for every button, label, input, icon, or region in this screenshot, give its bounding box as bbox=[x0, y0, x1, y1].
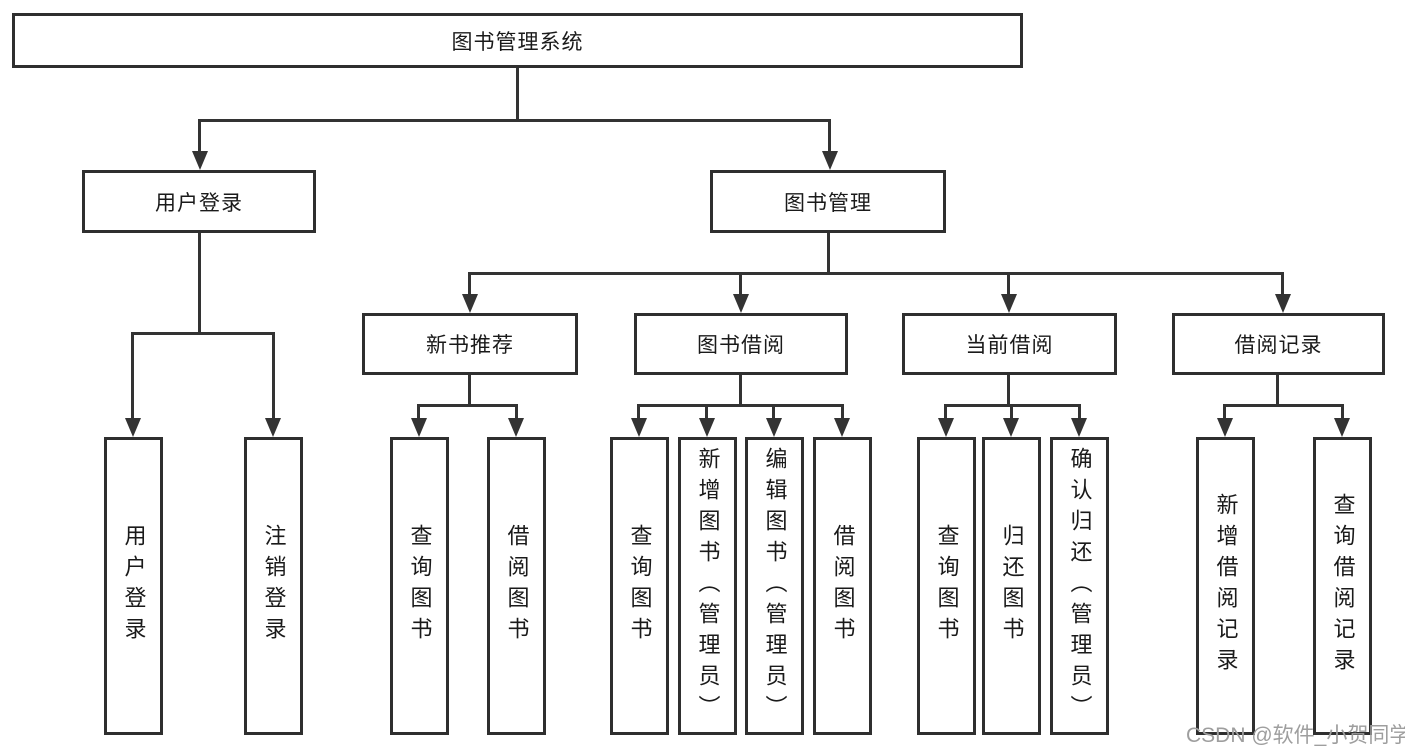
connector-line bbox=[516, 68, 519, 121]
leaf-user-login: 用户登录 bbox=[104, 437, 163, 735]
node-borrow-records-label: 借阅记录 bbox=[1234, 334, 1323, 357]
arrow-down-icon bbox=[265, 418, 281, 437]
node-new-books: 新书推荐 bbox=[362, 313, 578, 375]
leaf-query-books-newbooks: 查询图书 bbox=[390, 437, 449, 735]
arrow-down-icon bbox=[411, 418, 427, 437]
arrow-down-icon bbox=[1275, 294, 1291, 313]
connector-line bbox=[1281, 272, 1284, 297]
leaf-borrow-books-borrow: 借阅图书 bbox=[813, 437, 872, 735]
leaf-user-login-label: 用户登录 bbox=[121, 524, 147, 648]
leaf-confirm-return-admin-label: 确认归还（管理员） bbox=[1067, 446, 1093, 726]
leaf-return-books: 归还图书 bbox=[982, 437, 1041, 735]
connector-line bbox=[1010, 404, 1013, 421]
leaf-query-borrow-record: 查询借阅记录 bbox=[1313, 437, 1372, 735]
leaf-edit-book-admin: 编辑图书（管理员） bbox=[745, 437, 804, 735]
leaf-return-books-label: 归还图书 bbox=[999, 524, 1025, 648]
connector-line bbox=[1341, 404, 1344, 421]
arrow-down-icon bbox=[733, 294, 749, 313]
leaf-edit-book-admin-label: 编辑图书（管理员） bbox=[762, 446, 788, 726]
connector-line bbox=[198, 233, 201, 335]
node-book-borrow-label: 图书借阅 bbox=[697, 334, 785, 357]
leaf-add-borrow-record-label: 新增借阅记录 bbox=[1213, 493, 1239, 679]
node-book-borrow: 图书借阅 bbox=[634, 313, 848, 375]
connector-line bbox=[131, 332, 275, 335]
node-borrow-records: 借阅记录 bbox=[1172, 313, 1385, 375]
arrow-down-icon bbox=[631, 418, 647, 437]
connector-line bbox=[944, 404, 947, 421]
connector-line bbox=[131, 332, 134, 421]
leaf-query-books-current-label: 查询图书 bbox=[934, 524, 960, 648]
leaf-query-books-newbooks-label: 查询图书 bbox=[407, 524, 433, 648]
node-root-label: 图书管理系统 bbox=[451, 30, 584, 54]
connector-line bbox=[417, 404, 518, 407]
arrow-down-icon bbox=[1334, 418, 1350, 437]
connector-line bbox=[637, 404, 640, 421]
leaf-confirm-return-admin: 确认归还（管理员） bbox=[1050, 437, 1109, 735]
leaf-logout-label: 注销登录 bbox=[261, 524, 287, 648]
leaf-add-book-admin: 新增图书（管理员） bbox=[678, 437, 737, 735]
connector-line bbox=[705, 404, 708, 421]
arrow-down-icon bbox=[766, 418, 782, 437]
arrow-down-icon bbox=[1003, 418, 1019, 437]
connector-line bbox=[272, 332, 275, 421]
connector-line bbox=[841, 404, 844, 421]
connector-line bbox=[827, 233, 830, 275]
leaf-logout: 注销登录 bbox=[244, 437, 303, 735]
node-current-borrow-label: 当前借阅 bbox=[965, 334, 1054, 357]
arrow-down-icon bbox=[125, 418, 141, 437]
arrow-down-icon bbox=[1217, 418, 1233, 437]
arrow-down-icon bbox=[834, 418, 850, 437]
arrow-down-icon bbox=[192, 151, 208, 170]
node-current-borrow: 当前借阅 bbox=[902, 313, 1117, 375]
connector-line bbox=[1007, 272, 1010, 297]
connector-line bbox=[468, 375, 471, 407]
node-book-mgmt-label: 图书管理 bbox=[784, 191, 872, 215]
arrow-down-icon bbox=[508, 418, 524, 437]
connector-line bbox=[468, 272, 1284, 275]
arrow-down-icon bbox=[1001, 294, 1017, 313]
arrow-down-icon bbox=[822, 151, 838, 170]
connector-line bbox=[1223, 404, 1226, 421]
connector-line bbox=[828, 119, 831, 155]
connector-line bbox=[468, 272, 471, 297]
leaf-query-books-borrow-label: 查询图书 bbox=[627, 524, 653, 648]
arrow-down-icon bbox=[462, 294, 478, 313]
arrow-down-icon bbox=[1071, 418, 1087, 437]
leaf-query-borrow-record-label: 查询借阅记录 bbox=[1330, 493, 1356, 679]
connector-line bbox=[739, 272, 742, 297]
connector-line bbox=[1078, 404, 1081, 421]
leaf-query-books-borrow: 查询图书 bbox=[610, 437, 669, 735]
leaf-query-books-current: 查询图书 bbox=[917, 437, 976, 735]
connector-line bbox=[198, 119, 831, 122]
connector-line bbox=[1223, 404, 1344, 407]
leaf-add-book-admin-label: 新增图书（管理员） bbox=[695, 446, 721, 726]
connector-line bbox=[417, 404, 420, 421]
connector-line bbox=[1007, 375, 1010, 407]
connector-line bbox=[772, 404, 775, 421]
arrow-down-icon bbox=[699, 418, 715, 437]
connector-line bbox=[637, 404, 844, 407]
connector-line bbox=[515, 404, 518, 421]
csdn-watermark: CSDN @软件_小贺同学 bbox=[1186, 724, 1405, 747]
connector-line bbox=[739, 375, 742, 407]
arrow-down-icon bbox=[938, 418, 954, 437]
leaf-borrow-books-newbooks-label: 借阅图书 bbox=[504, 524, 530, 648]
node-root: 图书管理系统 bbox=[12, 13, 1023, 68]
leaf-add-borrow-record: 新增借阅记录 bbox=[1196, 437, 1255, 735]
node-book-mgmt: 图书管理 bbox=[710, 170, 946, 233]
node-new-books-label: 新书推荐 bbox=[426, 334, 514, 357]
connector-line bbox=[198, 119, 201, 155]
connector-line bbox=[1276, 375, 1279, 407]
node-user-login: 用户登录 bbox=[82, 170, 316, 233]
leaf-borrow-books-newbooks: 借阅图书 bbox=[487, 437, 546, 735]
node-user-login-label: 用户登录 bbox=[155, 191, 243, 215]
leaf-borrow-books-borrow-label: 借阅图书 bbox=[830, 524, 856, 648]
